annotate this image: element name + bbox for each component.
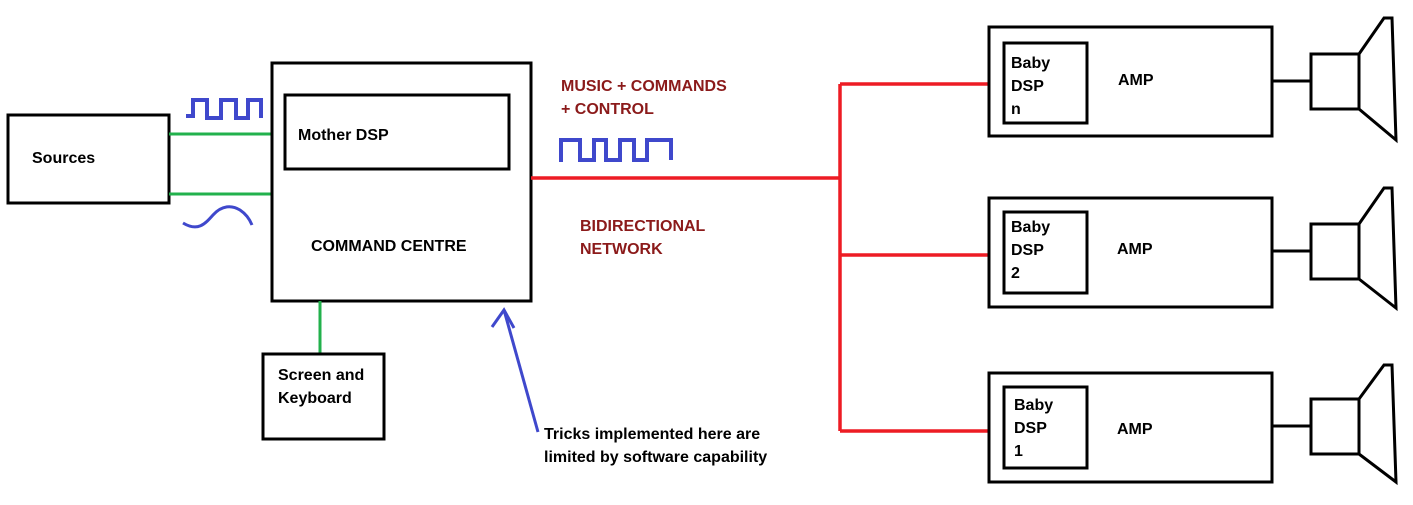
speaker-magnet bbox=[1309, 397, 1361, 456]
baby-dsp-box bbox=[1002, 210, 1089, 295]
baby-dsp-2-line2: DSP bbox=[1011, 242, 1044, 259]
speaker-magnet bbox=[1309, 52, 1361, 111]
command-centre-box bbox=[270, 61, 533, 303]
bidirectional-label-line2: NETWORK bbox=[580, 241, 663, 258]
speaker-cone-icon bbox=[1357, 16, 1398, 144]
amp-1-label: AMP bbox=[1117, 421, 1153, 438]
annotation-line2: limited by software capability bbox=[544, 449, 768, 466]
amp-2-label: AMP bbox=[1117, 241, 1153, 258]
baby-dsp-n-line1: Baby bbox=[1011, 55, 1051, 72]
mother-dsp-box bbox=[283, 93, 511, 171]
command-centre-label: COMMAND CENTRE bbox=[311, 238, 467, 255]
baby-dsp-n-line2: DSP bbox=[1011, 78, 1044, 95]
annotation-arrow-head bbox=[490, 307, 516, 329]
sources-label: Sources bbox=[32, 150, 96, 167]
digital-signal-icon bbox=[186, 98, 263, 120]
mother-dsp-label: Mother DSP bbox=[298, 127, 389, 144]
screen-label-line1: Screen and bbox=[278, 367, 365, 384]
baby-dsp-box bbox=[1002, 41, 1089, 125]
network-signal-icon bbox=[559, 138, 673, 162]
screen-keyboard-box bbox=[261, 352, 386, 441]
baby-dsp-1-line3: 1 bbox=[1014, 443, 1023, 460]
amp-unit-1 bbox=[987, 363, 1398, 486]
network-label-line2: + CONTROL bbox=[561, 101, 654, 118]
amp-unit-n bbox=[987, 16, 1398, 144]
sources-box bbox=[6, 113, 171, 205]
bidirectional-label-line1: BIDIRECTIONAL bbox=[580, 218, 706, 235]
analog-signal-icon bbox=[182, 205, 254, 229]
baby-dsp-2-line3: 2 bbox=[1011, 265, 1020, 282]
network-label-line1: MUSIC + COMMANDS bbox=[561, 78, 727, 95]
annotation-arrow-shaft bbox=[502, 309, 540, 433]
speaker-cone-icon bbox=[1357, 363, 1398, 486]
speaker-cone-icon bbox=[1357, 186, 1398, 312]
baby-dsp-n-line3: n bbox=[1011, 101, 1021, 118]
baby-dsp-2-line1: Baby bbox=[1011, 219, 1051, 236]
speaker-magnet bbox=[1309, 222, 1361, 281]
screen-label-line2: Keyboard bbox=[278, 390, 352, 407]
amp-n-label: AMP bbox=[1118, 72, 1154, 89]
baby-dsp-box bbox=[1002, 385, 1089, 470]
baby-dsp-1-line2: DSP bbox=[1014, 420, 1047, 437]
amp-unit-2 bbox=[987, 186, 1398, 312]
annotation-line1: Tricks implemented here are bbox=[544, 426, 761, 443]
baby-dsp-1-line1: Baby bbox=[1014, 397, 1054, 414]
